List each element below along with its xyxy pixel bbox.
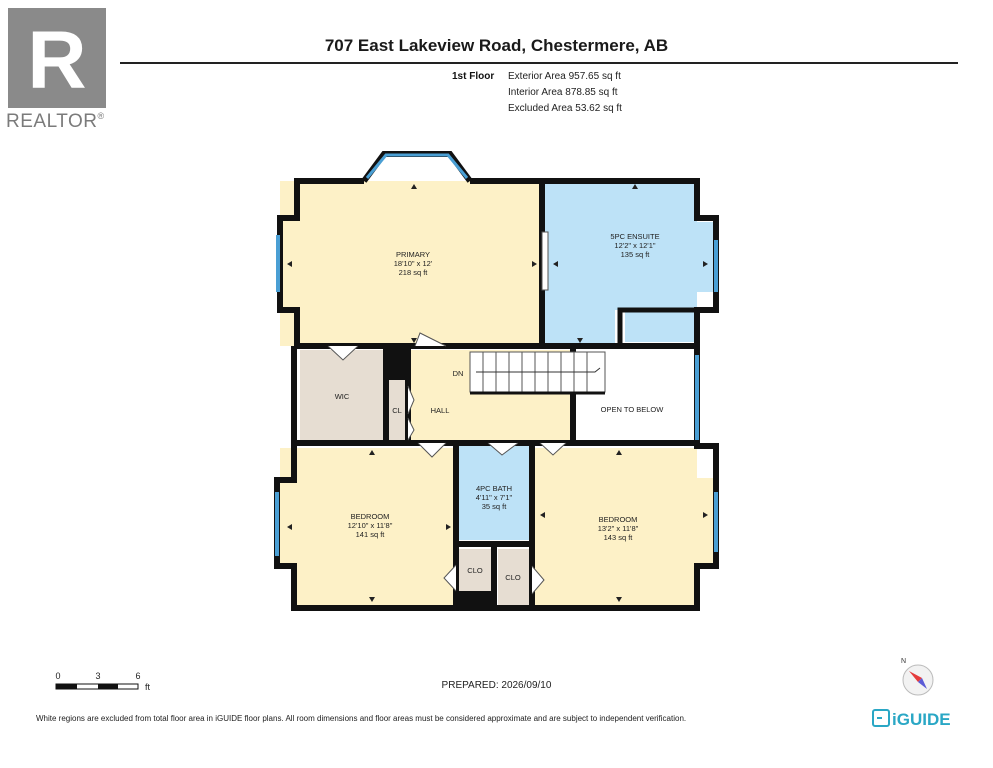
scale-tick-6: 6 bbox=[135, 671, 140, 681]
stairs-dn-label: DN bbox=[453, 369, 464, 378]
interior-area: Interior Area 878.85 sq ft bbox=[508, 87, 618, 98]
room-bedroom-right-area: 143 sq ft bbox=[604, 533, 634, 542]
compass-north-label: N bbox=[901, 658, 906, 665]
room-bath-name: 4PC BATH bbox=[476, 484, 512, 493]
floor-label: 1st Floor bbox=[452, 71, 495, 82]
iguide-logo: iGUIDE bbox=[872, 709, 951, 730]
compass-icon: N bbox=[901, 658, 934, 696]
room-bedroom-left-name: BEDROOM bbox=[351, 512, 390, 521]
scale-tick-3: 3 bbox=[95, 671, 100, 681]
room-primary-name: PRIMARY bbox=[396, 250, 430, 259]
stairs bbox=[469, 351, 606, 395]
scale-unit: ft bbox=[145, 682, 151, 692]
scale-tick-0: 0 bbox=[55, 671, 60, 681]
room-bedroom-left-area: 141 sq ft bbox=[356, 530, 386, 539]
realtor-mark: R bbox=[27, 15, 86, 106]
bay-window bbox=[361, 151, 473, 183]
room-bath-area: 35 sq ft bbox=[482, 502, 508, 511]
wall-block bbox=[386, 346, 410, 380]
room-cl-name: CL bbox=[392, 406, 402, 415]
room-open-name: OPEN TO BELOW bbox=[601, 405, 665, 414]
scale-bar: 0 3 6 ft bbox=[55, 671, 151, 692]
realtor-wordmark: REALTOR® bbox=[6, 111, 105, 132]
prepared-date: PREPARED: 2026/09/10 bbox=[441, 680, 552, 691]
room-primary-dims: 18'10" x 12' bbox=[394, 259, 433, 268]
dimension-markers bbox=[287, 184, 708, 602]
title-divider bbox=[120, 62, 958, 64]
room-ensuite-dims: 12'2" x 12'1" bbox=[614, 241, 655, 250]
disclaimer: White regions are excluded from total fl… bbox=[36, 714, 687, 723]
room-ensuite-name: 5PC ENSUITE bbox=[610, 232, 659, 241]
exterior-area: Exterior Area 957.65 sq ft bbox=[508, 71, 621, 82]
windows bbox=[275, 235, 718, 556]
room-bedroom-left-dims: 12'10" x 11'8" bbox=[348, 521, 393, 530]
room-primary-area: 218 sq ft bbox=[399, 268, 429, 277]
doors bbox=[327, 231, 567, 595]
room-ensuite-area: 135 sq ft bbox=[621, 250, 651, 259]
page-title: 707 East Lakeview Road, Chestermere, AB bbox=[324, 36, 669, 55]
iguide-box-icon bbox=[872, 709, 890, 727]
room-labels: PRIMARY 18'10" x 12' 218 sq ft 5PC ENSUI… bbox=[335, 232, 665, 582]
room-clo-left-name: CLO bbox=[467, 566, 483, 575]
room-clo-right-name: CLO bbox=[505, 573, 521, 582]
room-bedroom-right-dims: 13'2" x 11'8" bbox=[598, 524, 639, 533]
excluded-area: Excluded Area 53.62 sq ft bbox=[508, 103, 622, 114]
room-hall-name: HALL bbox=[431, 406, 450, 415]
realtor-logo: R bbox=[8, 8, 106, 108]
wall-block bbox=[456, 591, 494, 608]
room-bedroom-right-name: BEDROOM bbox=[599, 515, 638, 524]
room-wic-name: WIC bbox=[335, 392, 350, 401]
room-bath-dims: 4'11" x 7'1" bbox=[476, 493, 513, 502]
